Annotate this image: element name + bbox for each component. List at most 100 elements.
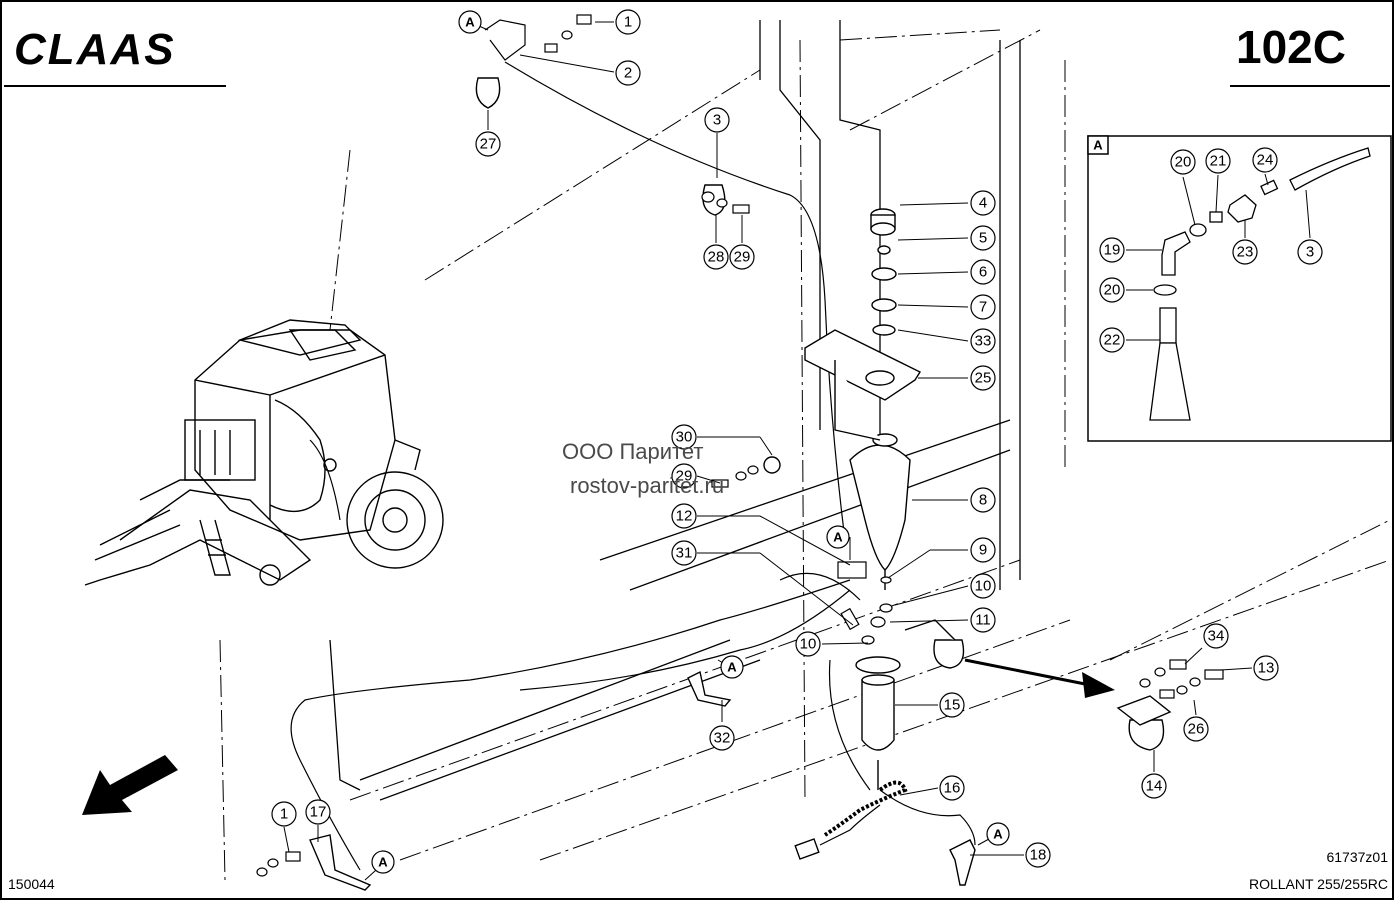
callout: 10 <box>970 573 996 599</box>
hose-fitting <box>794 838 820 860</box>
callout: 21 <box>1205 148 1231 174</box>
callout: 24 <box>1252 147 1278 173</box>
brand-logo: CLAAS <box>14 25 176 74</box>
callout: 32 <box>709 725 735 751</box>
callout: 33 <box>970 328 996 354</box>
callout-number: 10 <box>975 578 992 595</box>
clamps <box>475 77 1172 751</box>
watermark-site: rostov-paritet.ru <box>570 473 724 498</box>
view-tag-letter: A <box>833 530 843 545</box>
callout-number: 3 <box>713 112 721 129</box>
callout-number: 1 <box>624 14 632 31</box>
callout: 8 <box>970 487 996 513</box>
detail-arrow <box>964 658 1115 698</box>
drawing-number: 61737z01 <box>1326 849 1388 865</box>
callout: 10 <box>795 631 821 657</box>
view-tag-group: A A A A A <box>371 10 1010 874</box>
view-tag: A <box>826 525 850 549</box>
callout-number: 11 <box>975 612 991 629</box>
callout-number: 30 <box>676 429 693 446</box>
callout: 3 <box>1297 239 1323 265</box>
callout: 15 <box>939 692 965 718</box>
callout-number: 33 <box>975 333 992 350</box>
callout: 22 <box>1099 327 1125 353</box>
callout: 7 <box>970 294 996 320</box>
leader-lines <box>283 21 1311 881</box>
callout-number: 2 <box>624 65 632 82</box>
grease-reservoir <box>849 433 911 590</box>
callout-number: 21 <box>1210 153 1227 170</box>
callout: 30 <box>671 424 697 450</box>
callout-number: 18 <box>1030 847 1047 864</box>
callout: 20 <box>1170 149 1196 175</box>
view-tag: A <box>720 655 744 679</box>
callout-number: 6 <box>979 264 987 281</box>
callout: 28 <box>703 244 729 270</box>
cap-nut-stack <box>870 208 897 336</box>
callout-group: 1 2 3 4 5 6 7 33 25 8 9 10 11 10 12 31 3… <box>271 9 1323 868</box>
watermark-company: ООО Паритет <box>562 439 703 464</box>
detail-view-a: A <box>1087 135 1392 442</box>
callout-number: 32 <box>714 730 731 747</box>
callout: 31 <box>671 540 697 566</box>
callout: 19 <box>1099 237 1125 263</box>
page-ref: 150044 <box>8 876 55 892</box>
callout-number: 13 <box>1258 660 1275 677</box>
frame-members <box>329 20 1021 801</box>
callout-number: 15 <box>944 697 961 714</box>
callout-number: 20 <box>1175 154 1192 171</box>
view-tag-letter: A <box>727 660 737 675</box>
hose-16 <box>823 780 908 837</box>
callout-number: 10 <box>800 636 817 653</box>
callout-number: 1 <box>280 806 288 823</box>
bracket-17 <box>309 834 372 891</box>
callout-number: 8 <box>979 492 987 509</box>
callout-number: 24 <box>1257 152 1274 169</box>
callout-number: 9 <box>979 542 987 559</box>
callout-number: 27 <box>480 136 497 153</box>
direction-arrow-icon <box>82 755 178 815</box>
view-tag: A <box>371 850 395 874</box>
callout-number: 12 <box>676 508 693 525</box>
callout-number: 7 <box>979 299 987 316</box>
callout: 5 <box>970 225 996 251</box>
callout: 1 <box>615 9 641 35</box>
bracket-18 <box>949 839 976 886</box>
callout: 29 <box>729 244 755 270</box>
callout-number: 34 <box>1208 628 1225 645</box>
callout: 27 <box>475 131 501 157</box>
bracket-32 <box>687 670 732 707</box>
page-code: 102C <box>1236 21 1346 73</box>
view-tag-letter: A <box>993 827 1003 842</box>
callout-number: 28 <box>708 249 725 266</box>
callout: 6 <box>970 259 996 285</box>
callout: 14 <box>1141 773 1167 799</box>
callout: 12 <box>671 503 697 529</box>
view-tag-letter: A <box>378 855 388 870</box>
callout: 29 <box>671 463 697 489</box>
callout: 3 <box>704 107 730 133</box>
callout: 17 <box>305 799 331 825</box>
callout: 18 <box>1025 842 1051 868</box>
callout: 4 <box>970 190 996 216</box>
grease-pump <box>855 656 901 790</box>
callout: 23 <box>1232 239 1258 265</box>
callout-number: 3 <box>1306 244 1314 261</box>
callout-number: 16 <box>944 780 961 797</box>
callout-number: 26 <box>1188 721 1205 738</box>
callout: 11 <box>970 607 996 633</box>
callout: 2 <box>615 60 641 86</box>
detail-view-label: A <box>1093 138 1103 153</box>
callout: 20 <box>1099 277 1125 303</box>
mounting-plate <box>804 329 922 441</box>
baler-overview-illustration <box>84 319 444 586</box>
callout-number: 19 <box>1104 242 1121 259</box>
callout: 34 <box>1203 623 1229 649</box>
view-tag-letter: A <box>465 15 475 30</box>
callout: 26 <box>1183 716 1209 742</box>
callout-number: 29 <box>676 468 693 485</box>
callout-number: 31 <box>676 545 693 562</box>
callout-number: 22 <box>1104 332 1121 349</box>
